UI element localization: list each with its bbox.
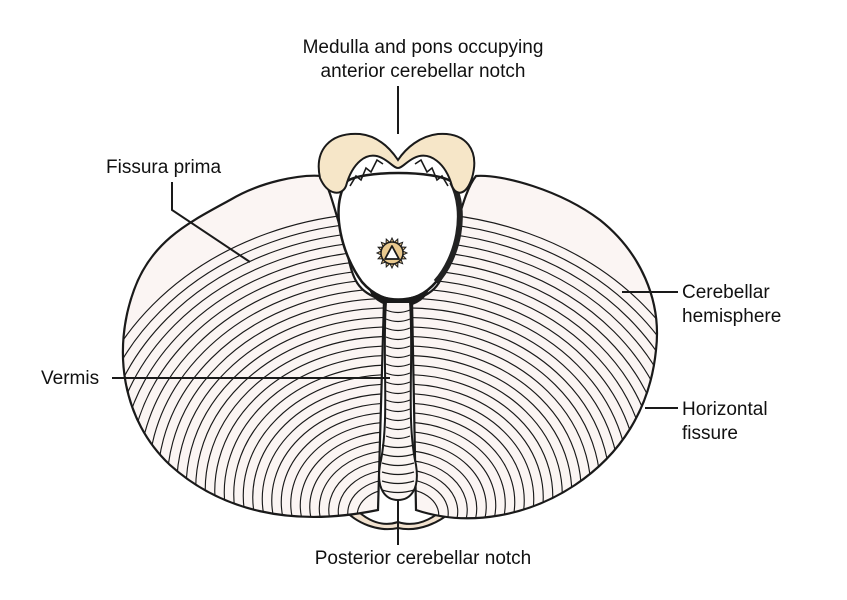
vermis-ridge	[381, 489, 415, 494]
folium-line	[412, 440, 487, 519]
folium-line	[290, 421, 384, 517]
vermis-ridge	[385, 390, 411, 395]
folium-line	[412, 383, 544, 519]
posterior-notch-label: Posterior cerebellar notch	[314, 548, 532, 569]
folium-line	[412, 421, 506, 519]
vermis-label: Vermis	[41, 368, 100, 389]
horizontal-fissure-label-line1: Horizontal	[682, 399, 768, 420]
vermis-ridge	[385, 354, 411, 359]
folium-line	[412, 431, 497, 519]
folium-line	[122, 240, 384, 517]
vermis-ridge	[381, 444, 415, 449]
cerebellar-hemisphere-label-line2: hemisphere	[682, 306, 782, 327]
folium-line	[122, 231, 384, 517]
folium-line	[412, 221, 657, 519]
folium-line	[214, 345, 384, 517]
cerebellar-hemisphere-label-line1: Cerebellar	[682, 282, 770, 303]
folium-line	[309, 440, 384, 517]
folium-line	[261, 393, 384, 517]
folium-line	[412, 354, 573, 519]
vermis-ridge	[385, 363, 411, 368]
triangle-in-gear-icon	[375, 236, 409, 270]
folium-line	[412, 374, 554, 519]
medulla-pons-label-line2: anterior cerebellar notch	[320, 61, 526, 82]
vermis-ridge	[385, 426, 411, 431]
folium-line	[328, 459, 384, 517]
vermis-ridge	[381, 453, 415, 458]
vermis-ridge	[385, 309, 411, 314]
vermis-ridge	[381, 471, 415, 476]
folium-line	[412, 412, 516, 519]
folium-line	[412, 450, 478, 519]
folium-line	[412, 231, 657, 519]
vermis-ridge	[385, 381, 411, 386]
medulla-and-pons	[317, 132, 476, 194]
vermis-ridge	[385, 435, 411, 440]
brainstem-inner-left	[349, 158, 384, 187]
folium-line	[412, 459, 468, 519]
vermis-ridge	[385, 345, 411, 350]
folium-line	[122, 250, 384, 517]
folium-line	[122, 212, 384, 517]
folium-line	[280, 412, 384, 517]
horizontal-fissure-label-line2: fissure	[682, 423, 738, 444]
vermis-ridge	[381, 480, 415, 485]
folium-line	[122, 221, 384, 517]
right-folia	[412, 212, 657, 519]
folium-line	[233, 364, 384, 517]
vermis-ridge	[385, 318, 411, 323]
folium-line	[299, 431, 384, 517]
folium-line	[412, 212, 657, 519]
fissura-prima-label: Fissura prima	[106, 157, 222, 178]
medulla-pons-label-line1: Medulla and pons occupying	[302, 37, 544, 58]
folium-line	[252, 383, 384, 517]
vermis-ridge	[385, 327, 411, 332]
folium-line	[347, 478, 384, 517]
cerebellar-hemisphere-label: Cerebellar hemisphere	[682, 281, 781, 329]
folium-line	[271, 402, 384, 517]
folium-line	[318, 450, 384, 517]
folium-line	[412, 364, 563, 519]
folium-line	[195, 326, 384, 517]
folium-line	[412, 488, 440, 519]
vermis-ridge	[385, 408, 411, 413]
horizontal-fissure-label: Horizontal fissure	[682, 398, 768, 446]
vermis-ridge	[381, 462, 415, 467]
folium-line	[223, 354, 384, 517]
vermis-ridge	[385, 336, 411, 341]
brainstem-inner-right	[414, 158, 449, 187]
folium-line	[412, 240, 657, 519]
folium-line	[412, 402, 525, 519]
vermis-ridge	[385, 399, 411, 404]
leader-fissura-prima	[171, 182, 251, 263]
folium-line	[412, 259, 657, 519]
vermis-band	[378, 301, 418, 502]
folium-line	[412, 393, 535, 519]
folium-line	[204, 335, 384, 517]
folium-line	[412, 250, 657, 519]
folium-line	[412, 478, 449, 519]
medulla-pons-label: Medulla and pons occupying anterior cere…	[223, 36, 623, 84]
vermis-ridge	[385, 372, 411, 377]
notch-base	[369, 287, 430, 308]
vermis-ridges	[381, 309, 415, 494]
vermis-ridge	[385, 417, 411, 422]
